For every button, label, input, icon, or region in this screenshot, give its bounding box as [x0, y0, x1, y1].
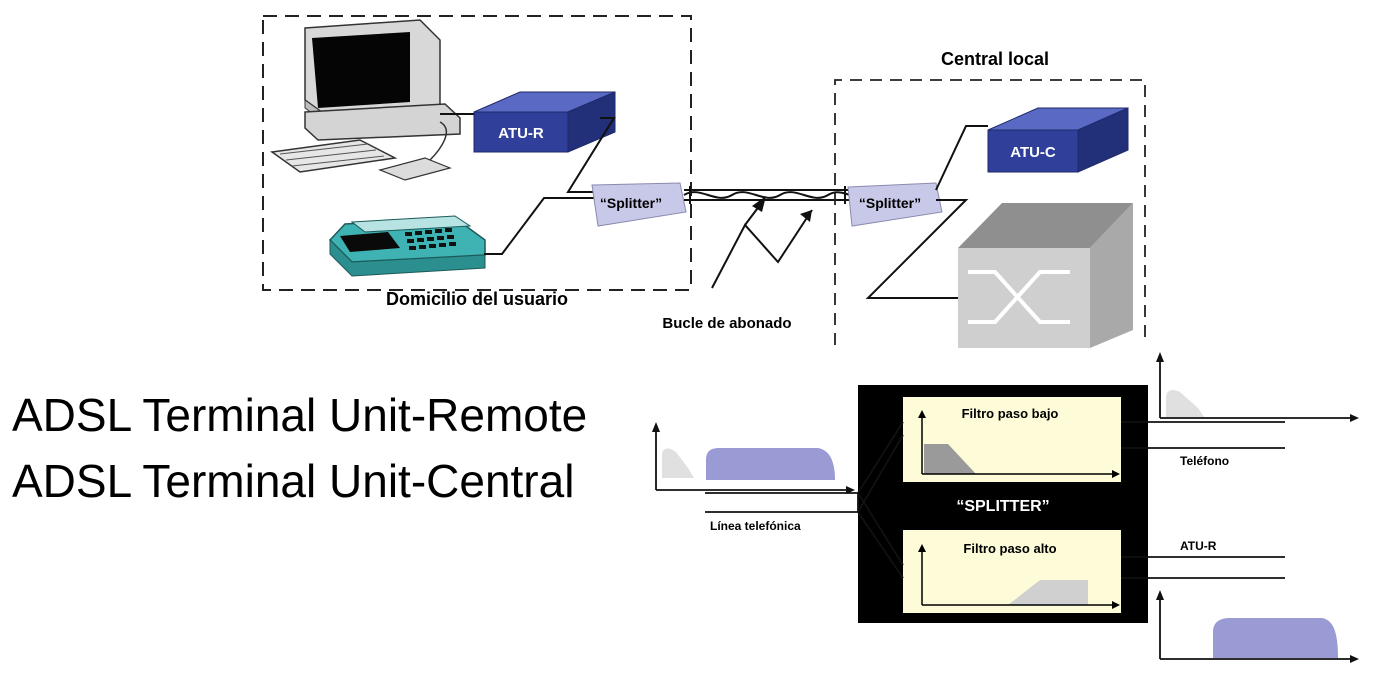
central-local-box	[834, 79, 1146, 345]
domicilio-box	[262, 15, 692, 291]
subscriber-loop	[683, 186, 851, 204]
high-pass-label: Filtro paso alto	[963, 541, 1056, 556]
splitter-left-label: “Splitter”	[600, 195, 662, 211]
phone-to-splitter-wire	[484, 197, 604, 255]
splitter-to-atu-c-wire	[935, 125, 988, 191]
computer-icon	[270, 19, 461, 181]
splitter-right: “Splitter”	[847, 182, 943, 227]
high-pass-filter-panel: Filtro paso alto	[903, 530, 1121, 613]
atu-r-label: ATU-R	[498, 125, 544, 142]
central-local-label: Central local	[941, 49, 1049, 69]
caption-atu-c: ADSL Terminal Unit-Central	[12, 455, 575, 507]
splitter-right-label: “Splitter”	[859, 195, 921, 211]
splitter-left: “Splitter”	[591, 182, 687, 227]
input-spectrum-icon	[652, 422, 855, 494]
telephone-icon	[328, 215, 486, 277]
high-frequency-spectrum-icon	[1156, 590, 1359, 663]
splitter-output-wires	[1121, 421, 1285, 579]
atu-c-device: ATU-C	[987, 107, 1129, 173]
caption-atu-r: ADSL Terminal Unit-Remote	[12, 389, 588, 441]
low-pass-label: Filtro paso bajo	[962, 406, 1059, 421]
linea-telefonica-label: Línea telefónica	[710, 519, 801, 533]
splitter-input-wires	[705, 421, 904, 579]
telefono-label: Teléfono	[1180, 454, 1229, 468]
domicilio-label: Domicilio del usuario	[386, 289, 568, 309]
atu-r-device: ATU-R	[473, 91, 616, 153]
low-pass-filter-panel: Filtro paso bajo	[903, 397, 1121, 482]
atu-r-to-splitter-wire	[566, 117, 616, 193]
switch-icon	[958, 203, 1133, 348]
bucle-label: Bucle de abonado	[662, 315, 791, 332]
splitter-title: “SPLITTER”	[956, 498, 1049, 515]
loop-pointer-arrow	[711, 196, 813, 289]
atu-r-output-label: ATU-R	[1180, 539, 1217, 553]
low-frequency-spectrum-icon	[1156, 352, 1359, 422]
splitter-to-switch-wire	[865, 199, 969, 299]
atu-c-label: ATU-C	[1010, 144, 1056, 161]
